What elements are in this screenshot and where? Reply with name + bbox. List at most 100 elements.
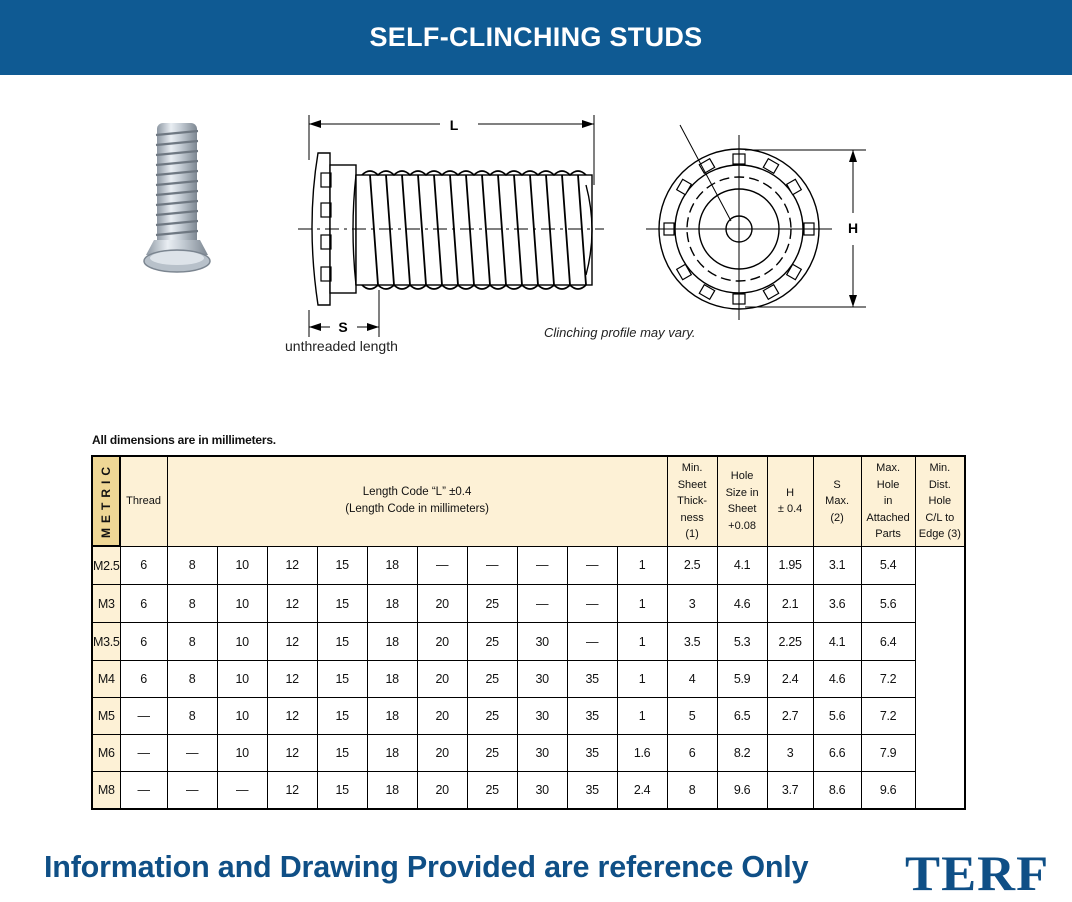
table-cell: 3.7 [766,771,814,810]
table-cell: 3.1 [812,545,862,585]
table-cell: 12 [266,697,318,735]
table-cell: 10 [216,697,268,735]
table-cell: 9.6 [716,771,768,810]
header-length-line1: Length Code “L” ±0.4 [362,486,472,499]
table-cell: — [119,771,168,810]
table-cell: 2.25 [766,622,814,661]
table-cell: 2.7 [766,697,814,735]
table-cell: — [566,622,618,661]
table-cell: 10 [216,545,268,585]
table-cell: 8 [166,584,218,623]
table-cell: 6.5 [716,697,768,735]
table-cell: 8.6 [812,771,862,810]
table-cell: 25 [466,697,518,735]
table-cell: — [566,584,618,623]
table-cell: 18 [366,771,418,810]
table-cell: 12 [266,584,318,623]
table-cell: 25 [466,771,518,810]
table-cell: 1.95 [766,545,814,585]
table-cell: 6 [119,622,168,661]
table-cell: 5.6 [860,584,916,623]
header-h: H± 0.4 [766,455,814,547]
drawing-canvas: L S H unthreaded length Clinching profil… [143,115,866,354]
table-cell: 25 [466,584,518,623]
table-cell: 4.1 [812,622,862,661]
table-cell: 10 [216,622,268,661]
stud-end-view [646,124,866,320]
table-cell: 9.6 [860,771,916,810]
thread-cell: M6 [91,734,121,772]
table-cell: 1.6 [616,734,668,772]
header-length-code: Length Code “L” ±0.4 (Length Code in mil… [166,455,668,547]
thread-cell: M3.5 [91,622,121,661]
table-cell: 12 [266,771,318,810]
table-cell: — [119,734,168,772]
table-cell: 35 [566,697,618,735]
thread-cell: M5 [91,697,121,735]
table-cell: 20 [416,584,468,623]
stud-photo [143,123,211,273]
stud-drawings: L S H unthreaded length Clinching profil… [0,75,1072,435]
header-length-line2: (Length Code in millimeters) [345,503,489,516]
header-thread: Thread [119,455,168,547]
table-cell: 8 [666,771,718,810]
table-cell: 30 [516,771,568,810]
table-cell: — [466,545,518,585]
table-cell: 3.6 [812,584,862,623]
table-cell: — [166,771,218,810]
table-cell: 15 [316,622,368,661]
table-cell: 7.9 [860,734,916,772]
table-cell: 20 [416,697,468,735]
table-cell: 15 [316,660,368,698]
table-cell: 12 [266,660,318,698]
table-cell: 18 [366,734,418,772]
metric-side-label-cell: METRIC [90,455,122,547]
table-cell: 30 [516,697,568,735]
table-cell: 5.9 [716,660,768,698]
table-cell: 5.3 [716,622,768,661]
table-cell: 25 [466,734,518,772]
table-cell: — [566,545,618,585]
dimension-s-label: S [338,319,347,335]
table-cell: — [166,734,218,772]
table-cell: 6.4 [860,622,916,661]
table-cell: 8.2 [716,734,768,772]
table-cell: 15 [316,584,368,623]
table-cell: 5.6 [812,697,862,735]
table-cell: 2.1 [766,584,814,623]
table-cell: 5.4 [860,545,916,585]
table-cell: 20 [416,660,468,698]
thread-cell: M3 [91,584,121,623]
table-cell: 7.2 [860,660,916,698]
dimension-l-label: L [450,117,459,133]
page-title: SELF-CLINCHING STUDS [369,22,703,52]
table-cell: 1 [616,545,668,585]
table-cell: — [516,584,568,623]
table-cell: 2.5 [666,545,718,585]
table-cell: 18 [366,622,418,661]
table-cell: 3.5 [666,622,718,661]
table-cell: 1 [616,622,668,661]
table-cell: 12 [266,622,318,661]
table-cell: 18 [366,660,418,698]
table-cell: 10 [216,584,268,623]
clinching-profile-caption: Clinching profile may vary. [544,325,695,340]
table-cell: 12 [266,545,318,585]
table-cell: 1 [616,660,668,698]
table-cell: 25 [466,622,518,661]
table-cell: 15 [316,545,368,585]
spec-table-wrap: METRIC Thread Length Code “L” ±0.4 (Leng… [90,455,967,810]
table-cell: 30 [516,660,568,698]
table-cell: 15 [316,771,368,810]
table-cell: 35 [566,734,618,772]
page-banner: SELF-CLINCHING STUDS [0,0,1072,75]
